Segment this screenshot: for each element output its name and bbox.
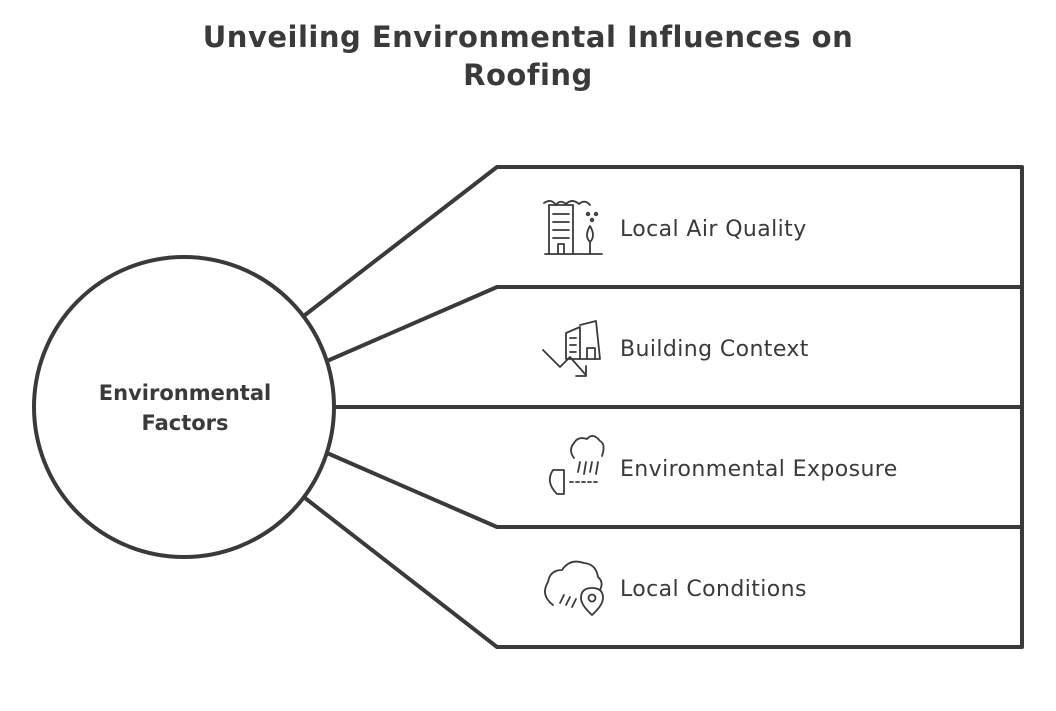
center-label-line-2: Factors: [141, 411, 229, 435]
center-node-label: Environmental Factors: [40, 378, 330, 438]
title-line-1: Unveiling Environmental Influences on: [202, 20, 854, 54]
center-circle: [32, 255, 336, 559]
building-context-icon: [542, 320, 601, 377]
environmental-exposure-icon: [548, 435, 605, 495]
air-quality-icon: [543, 200, 603, 255]
segment-divider-1: [325, 285, 1024, 363]
diagram-title: Unveiling Environmental Influences on Ro…: [0, 18, 1056, 94]
factor-label-local-air-quality: Local Air Quality: [620, 217, 807, 242]
factor-label-building-context: Building Context: [620, 337, 809, 362]
factor-label-environmental-exposure: Environmental Exposure: [620, 457, 898, 482]
segment-divider-3: [325, 451, 1024, 529]
factor-label-local-conditions: Local Conditions: [620, 577, 807, 602]
local-conditions-icon: [544, 560, 604, 616]
center-label-line-1: Environmental: [98, 381, 272, 405]
title-line-2: Roofing: [463, 58, 593, 92]
